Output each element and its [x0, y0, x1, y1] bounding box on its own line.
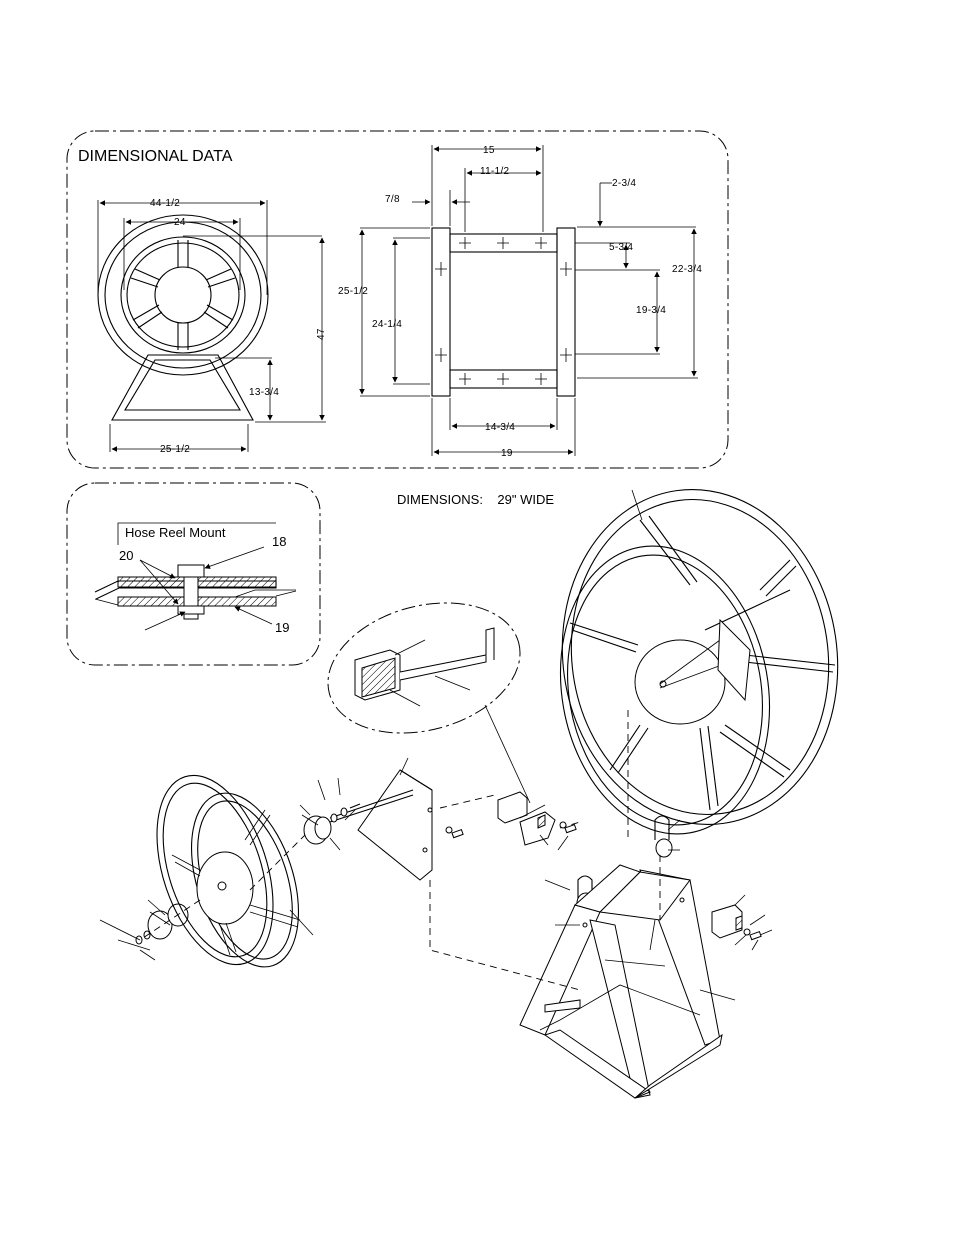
dim-frame-outer: 25-1/2: [338, 286, 368, 297]
dim-flange: 7/8: [385, 194, 400, 205]
exploded-assembly: [99, 488, 839, 1099]
mount-title: Hose Reel Mount: [125, 525, 226, 540]
mount-panel-border: [66, 482, 321, 666]
dimensions-note: DIMENSIONS: 29" WIDE: [397, 492, 554, 507]
callout-19: 19: [275, 620, 289, 635]
front-view-reel: 44-1/2 24 47 13-3/4 25-1/2: [97, 198, 327, 455]
dim-inner-width: 14-3/4: [485, 422, 515, 433]
stand-frame: [519, 864, 736, 1099]
dimensional-data-panel: DIMENSIONAL DATA: [66, 130, 729, 469]
callout-18: 18: [272, 534, 286, 549]
leader-lines: [99, 777, 773, 961]
callout-20: 20: [119, 548, 133, 563]
dim-height: 47: [316, 328, 327, 340]
dim-span-b: 22-3/4: [672, 264, 702, 275]
small-reel: [156, 774, 301, 968]
dim-overall: 15: [483, 145, 495, 156]
crank-inset: [327, 602, 531, 804]
dim-inner: 11-1/2: [480, 166, 510, 177]
top-view-frame: 15 11-1/2 7/8 2-3/4 5-3/4 25-1/2 24-1/4 …: [338, 145, 702, 459]
dim-base: 19: [501, 448, 513, 459]
dim-bracket: 5-3/4: [609, 242, 633, 253]
panel-border: [66, 130, 729, 469]
fasteners: [445, 821, 762, 941]
center-bracket: [329, 757, 433, 881]
bracket-blocks: [497, 791, 743, 939]
dim-axle-height: 13-3/4: [249, 387, 279, 398]
bearings-left: [135, 803, 361, 945]
dim-offset: 2-3/4: [612, 178, 636, 189]
dim-overall-width: 44-1/2: [150, 198, 180, 209]
dim-hub-width: 24: [174, 217, 186, 228]
mount-panel: Hose Reel Mount 18 20 19: [66, 482, 321, 666]
dim-span-a: 19-3/4: [636, 305, 666, 316]
dim-base-width: 25-1/2: [160, 444, 190, 455]
dim-frame-inner: 24-1/4: [372, 319, 402, 330]
dimensional-data-title: DIMENSIONAL DATA: [78, 148, 233, 165]
large-reel: [559, 488, 839, 835]
